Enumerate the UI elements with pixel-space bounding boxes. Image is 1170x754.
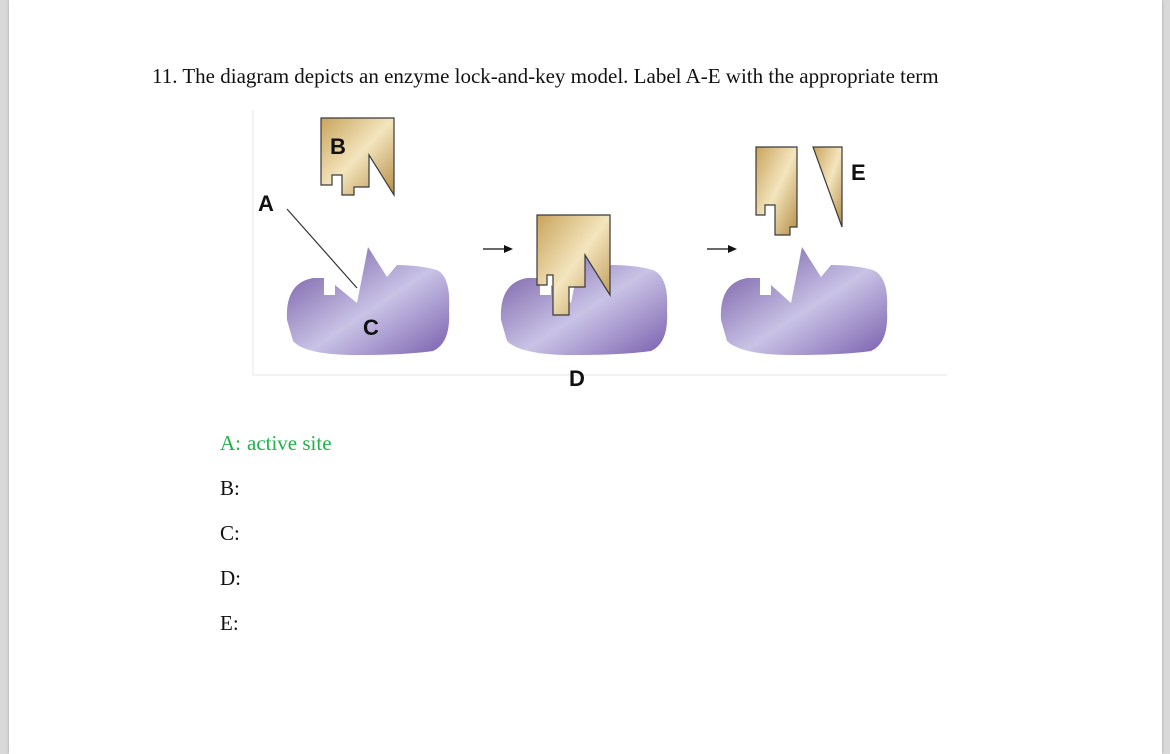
product-left: [755, 146, 798, 236]
document-page: 11. The diagram depicts an enzyme lock-a…: [9, 0, 1162, 754]
answer-c-letter: C:: [220, 521, 240, 545]
enzyme-stage2: [500, 247, 668, 355]
answer-list: A:active site B: C: D: E:: [220, 430, 332, 655]
enzyme-stage3: [720, 247, 888, 355]
substrate-stage2: [536, 214, 611, 316]
product-right: [812, 146, 843, 228]
label-e: E: [851, 160, 866, 185]
enzyme-stage1: [286, 247, 450, 355]
pointer-a-line: [286, 208, 358, 289]
answer-d: D:: [220, 565, 332, 610]
diagram-svg: B A C D E: [252, 110, 947, 391]
arrow-2-head: [728, 245, 737, 253]
answer-b-letter: B:: [220, 476, 240, 500]
label-d: D: [569, 366, 585, 391]
answer-d-letter: D:: [220, 566, 241, 590]
lock-and-key-diagram: B A C D E: [245, 105, 955, 395]
label-c: C: [363, 315, 379, 340]
answer-a: A:active site: [220, 430, 332, 475]
answer-e-letter: E:: [220, 611, 239, 635]
label-a: A: [258, 191, 274, 216]
answer-c: C:: [220, 520, 332, 565]
answer-a-letter: A:: [220, 431, 241, 455]
answer-b: B:: [220, 475, 332, 520]
answer-a-value: active site: [247, 431, 332, 455]
arrow-1-head: [504, 245, 513, 253]
question-text: 11. The diagram depicts an enzyme lock-a…: [152, 64, 939, 88]
label-b: B: [330, 134, 346, 159]
substrate-stage1: [320, 117, 395, 198]
answer-e: E:: [220, 610, 332, 655]
